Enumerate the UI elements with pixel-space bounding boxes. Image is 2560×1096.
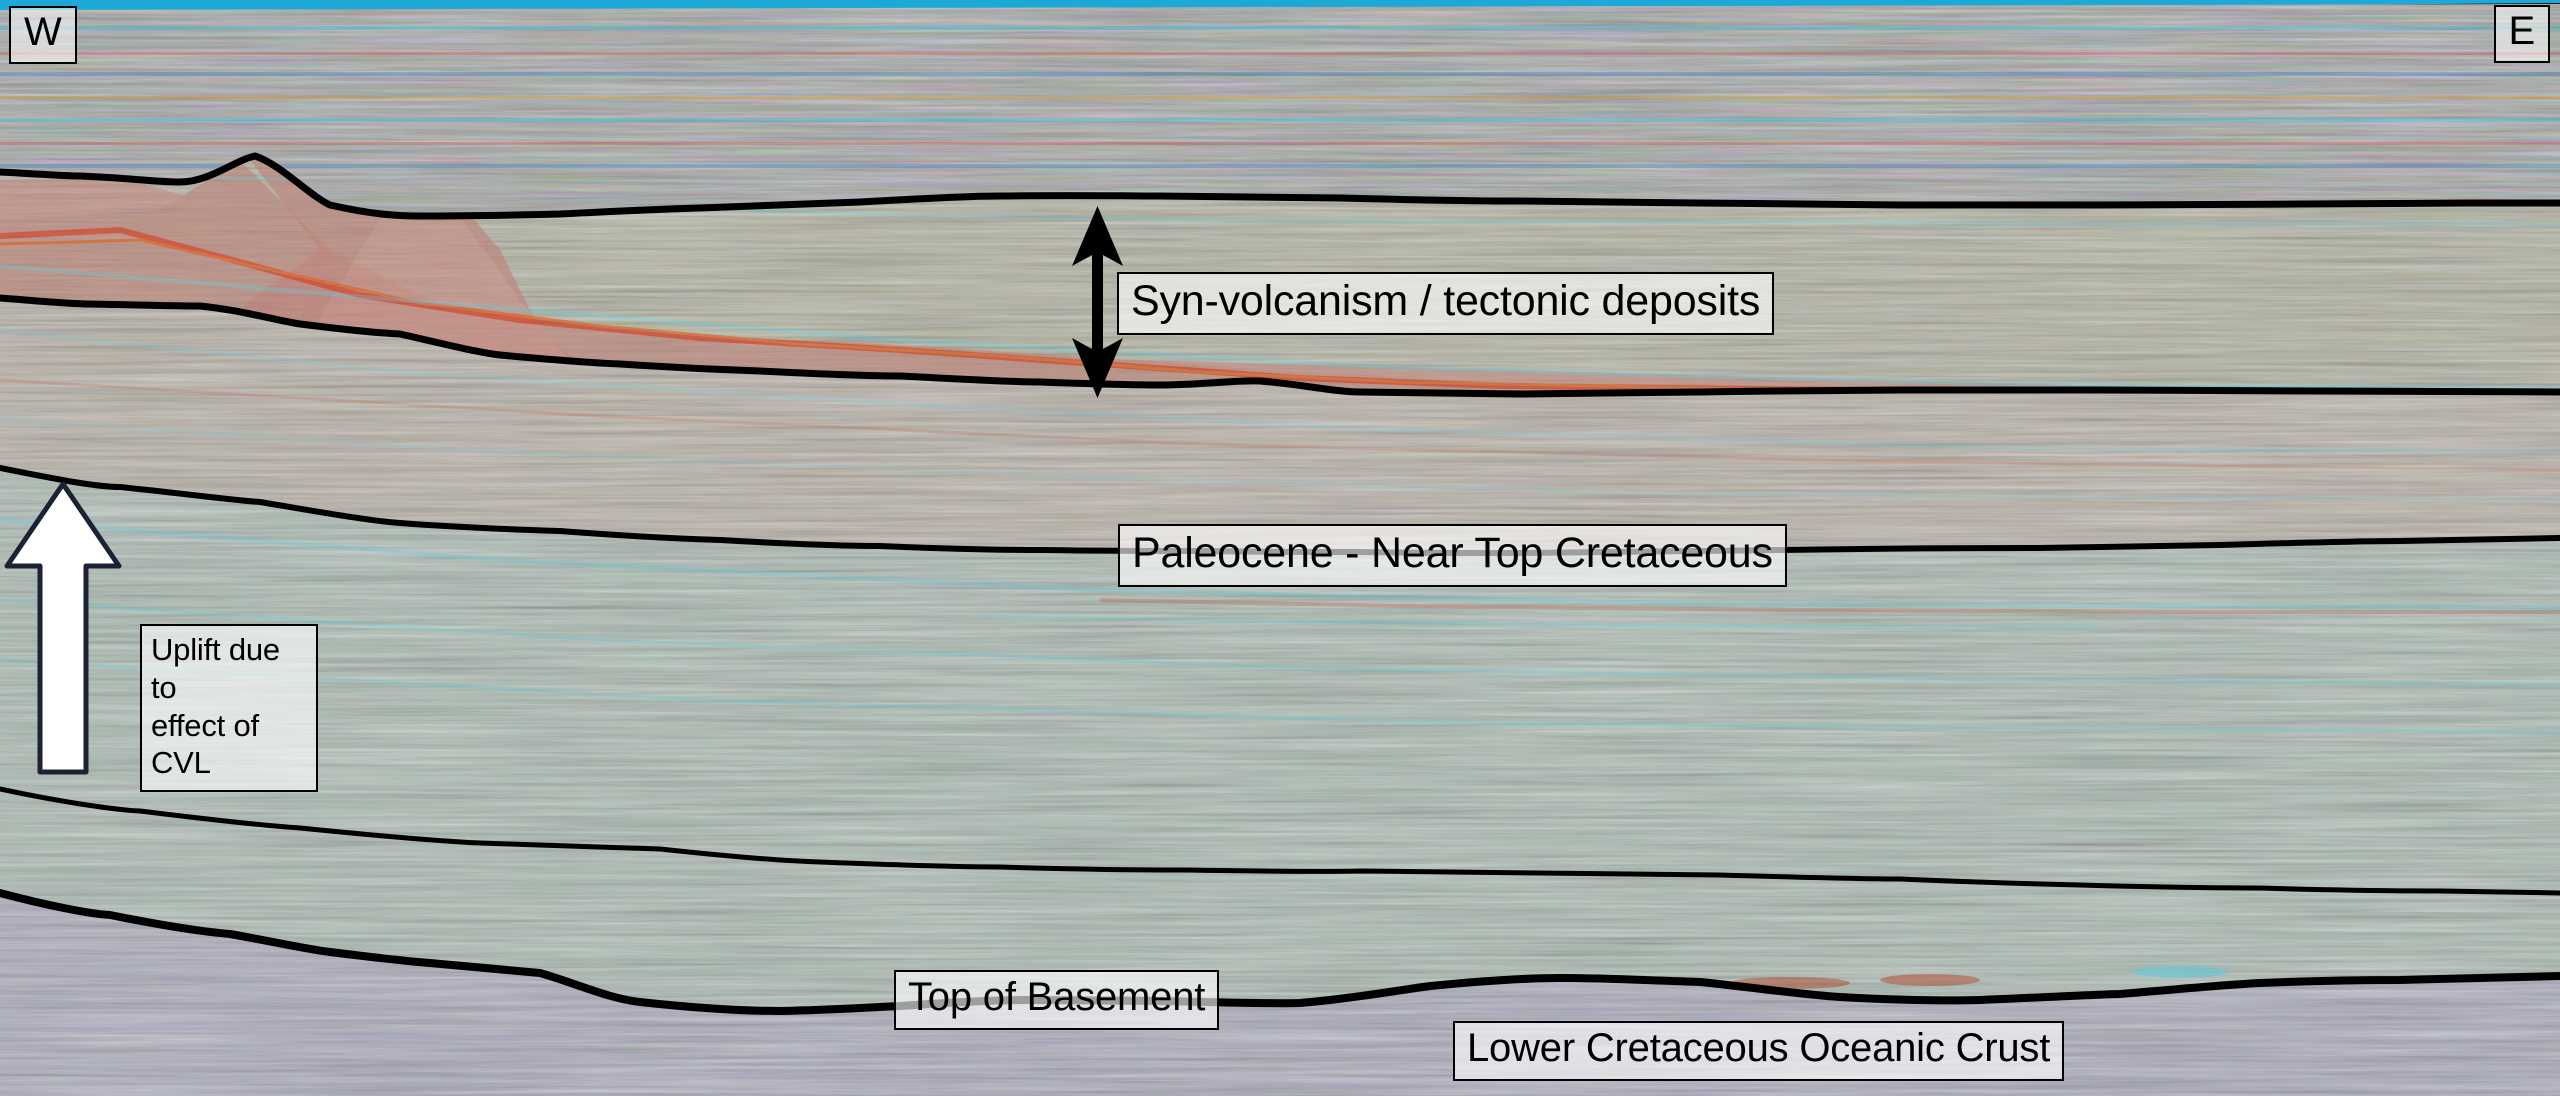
label-paleocene-near-top-cretaceous: Paleocene - Near Top Cretaceous — [1118, 524, 1787, 587]
orientation-label-west: W — [9, 6, 77, 64]
horizon-top-syn-volcanism — [0, 152, 2560, 220]
thickness-double-arrow-icon — [1072, 206, 1123, 398]
uplift-line-1: Uplift due to — [151, 632, 280, 705]
uplift-block-arrow-icon — [4, 481, 122, 775]
uplift-line-2: effect of CVL — [151, 707, 259, 781]
unit-shallow-overburden — [0, 4, 2560, 216]
horizon-paleocene-near-top-cretaceous — [0, 294, 2560, 398]
label-top-of-basement: Top of Basement — [894, 970, 1220, 1030]
label-syn-volcanism: Syn-volcanism / tectonic deposits — [1117, 272, 1775, 335]
interpreted-horizons — [0, 152, 2560, 1015]
horizon-sub-basement — [0, 786, 2560, 896]
label-lower-cretaceous-oceanic-crust: Lower Cretaceous Oceanic Crust — [1453, 1021, 2065, 1081]
orientation-label-east: E — [2493, 5, 2550, 63]
